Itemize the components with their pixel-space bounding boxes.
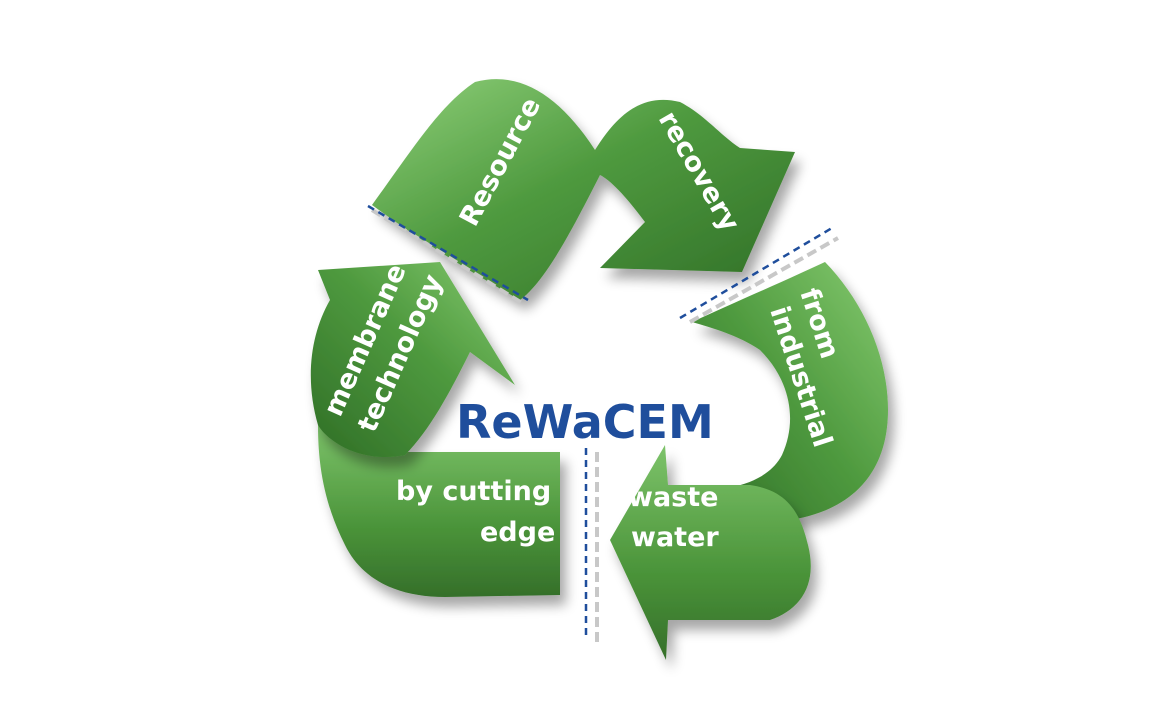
label-water: water xyxy=(631,522,719,553)
center-title: ReWaCEM xyxy=(456,395,714,449)
label-by-cutting: by cutting xyxy=(396,476,551,507)
arrow-bottom-left xyxy=(318,425,560,597)
arrow-left xyxy=(310,262,515,458)
arrow-top xyxy=(372,79,795,300)
divider-top-right xyxy=(679,226,839,324)
label-edge: edge xyxy=(480,517,555,548)
label-waste: waste xyxy=(628,482,718,513)
arrow-right xyxy=(692,262,888,520)
recycle-arrows-icon xyxy=(372,79,795,300)
divider-bottom xyxy=(584,448,599,642)
arrow-bottom-right xyxy=(610,445,811,660)
divider-top-left xyxy=(367,204,529,305)
